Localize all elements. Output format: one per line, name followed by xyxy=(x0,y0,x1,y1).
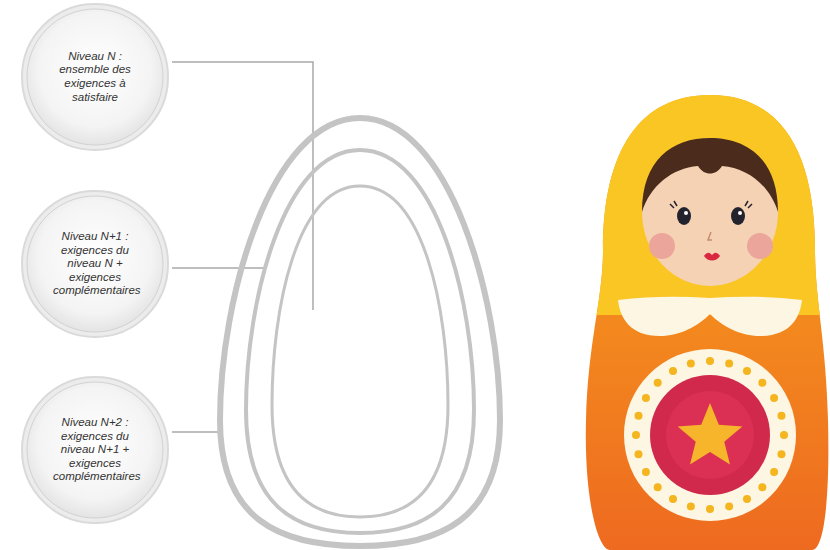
doll-nose xyxy=(708,232,712,240)
level-text: Niveau N+2 : exigences du niveau N+1 + e… xyxy=(53,416,137,484)
doll-dot xyxy=(770,394,778,402)
doll-dot xyxy=(632,431,640,439)
doll-lashes xyxy=(670,201,752,208)
doll-dot xyxy=(777,450,785,458)
outer-outline xyxy=(220,118,500,546)
doll-dot xyxy=(669,495,677,503)
doll-dot xyxy=(669,367,677,375)
doll-dot xyxy=(725,360,733,368)
doll-dot xyxy=(635,412,643,420)
level-text: Niveau N : ensemble des exigences à sati… xyxy=(53,50,137,104)
doll-cheek xyxy=(649,233,675,259)
doll-cheek xyxy=(747,233,773,259)
doll-dot xyxy=(780,431,788,439)
doll-body xyxy=(586,95,829,550)
level-circle: Niveau N+2 : exigences du niveau N+1 + e… xyxy=(20,375,170,525)
level-text: Niveau N+1 : exigences du niveau N + exi… xyxy=(53,230,137,298)
doll-dots xyxy=(632,357,788,513)
doll-dot xyxy=(706,357,714,365)
doll-dot xyxy=(642,468,650,476)
doll-dot xyxy=(635,450,643,458)
circle-content: Niveau N : ensemble des exigences à sati… xyxy=(20,2,170,152)
doll-dot xyxy=(706,505,714,513)
doll-dot xyxy=(743,495,751,503)
doll-dot xyxy=(758,379,766,387)
doll-dot xyxy=(770,468,778,476)
doll-dot xyxy=(743,367,751,375)
doll-medallion-center xyxy=(650,375,770,495)
middle-outline xyxy=(246,150,474,533)
matryoshka-doll xyxy=(586,95,829,550)
circle-content: Niveau N+2 : exigences du niveau N+1 + e… xyxy=(20,375,170,525)
doll-face xyxy=(642,138,778,286)
leader-lines xyxy=(172,62,313,432)
doll-star xyxy=(678,403,743,465)
inner-outline xyxy=(272,186,448,517)
doll-dot xyxy=(725,502,733,510)
nested-outlines xyxy=(220,118,500,546)
doll-collar xyxy=(618,297,802,336)
doll-eye xyxy=(677,207,691,225)
level-circle: Niveau N : ensemble des exigences à sati… xyxy=(20,2,170,152)
leader-line xyxy=(172,267,266,269)
doll-dot xyxy=(654,379,662,387)
doll-dot xyxy=(654,483,662,491)
doll-hood xyxy=(586,95,829,315)
doll-dot xyxy=(687,360,695,368)
doll-dot xyxy=(777,412,785,420)
level-circle: Niveau N+1 : exigences du niveau N + exi… xyxy=(20,189,170,339)
doll-medallion xyxy=(624,349,796,521)
doll-dot xyxy=(642,394,650,402)
doll-hair xyxy=(642,138,778,212)
doll-dot xyxy=(687,502,695,510)
doll-eye xyxy=(731,207,745,225)
circle-content: Niveau N+1 : exigences du niveau N + exi… xyxy=(20,189,170,339)
doll-dot xyxy=(758,483,766,491)
doll-mouth xyxy=(704,253,720,261)
leader-line xyxy=(172,431,223,433)
